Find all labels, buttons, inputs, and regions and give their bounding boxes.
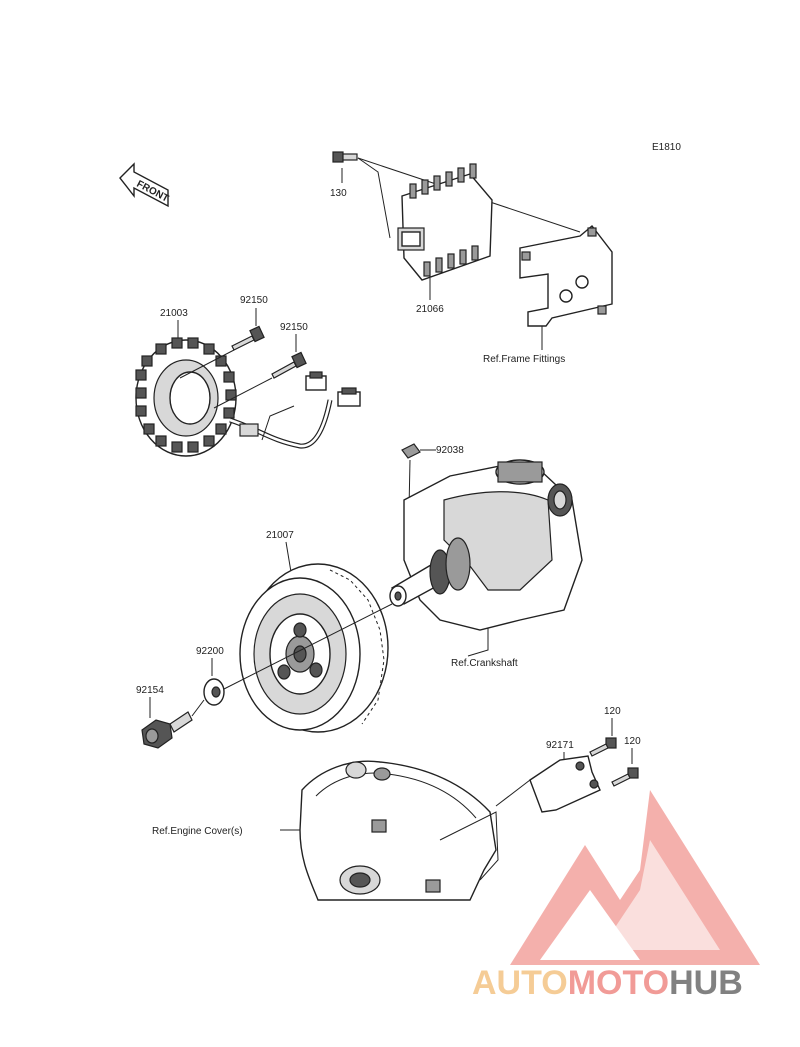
ref-crankshaft: Ref.Crankshaft: [451, 658, 518, 669]
bolt-120-b: [611, 767, 639, 787]
bolt-92150-a: [231, 325, 265, 351]
crankshaft: [389, 459, 583, 631]
part-label-92154: 92154: [136, 685, 164, 696]
washer-92200: [203, 678, 225, 706]
regulator-21066: [397, 163, 493, 281]
automotohub-logo-icon: [510, 790, 760, 965]
diagram-code: E1810: [652, 142, 681, 153]
part-label-92200: 92200: [196, 646, 224, 657]
watermark-moto: MOTO: [568, 964, 669, 1002]
front-arrow-icon: FRONT: [119, 162, 170, 208]
crank-gear-icon: [547, 483, 573, 517]
part-label-92150-b: 92150: [280, 322, 308, 333]
automotohub-watermark: AUTOMOTOHUB: [472, 790, 760, 1002]
key-92038: [401, 443, 421, 459]
bolt-130: [332, 151, 358, 163]
part-label-130: 130: [330, 188, 347, 199]
bracket-92171: [529, 755, 601, 813]
part-label-120-a: 120: [604, 706, 621, 717]
bolt-92154: [141, 711, 193, 749]
rotor-21007: [239, 563, 389, 733]
frame-bracket: [519, 224, 613, 327]
connector-b: [337, 387, 361, 407]
part-label-92171: 92171: [546, 740, 574, 751]
bolt-92150-b: [271, 351, 307, 379]
bolt-120-a: [589, 737, 617, 757]
wire-grommet: [239, 423, 259, 437]
part-label-21003: 21003: [160, 308, 188, 319]
part-label-120-b: 120: [624, 736, 641, 747]
part-label-21007: 21007: [266, 530, 294, 541]
part-label-92150-a: 92150: [240, 295, 268, 306]
part-label-21066: 21066: [416, 304, 444, 315]
svg-text:AUTOMOTOHUB: AUTOMOTOHUB: [472, 964, 743, 1002]
part-label-92038: 92038: [436, 445, 464, 456]
connector-a: [305, 371, 327, 391]
engine-cover: [299, 760, 499, 901]
watermark-hub: HUB: [669, 964, 743, 1002]
ref-engine-cover: Ref.Engine Cover(s): [152, 826, 243, 837]
ref-frame-fittings: Ref.Frame Fittings: [483, 354, 565, 365]
watermark-auto: AUTO: [472, 964, 568, 1002]
stator-21003: [135, 337, 237, 457]
